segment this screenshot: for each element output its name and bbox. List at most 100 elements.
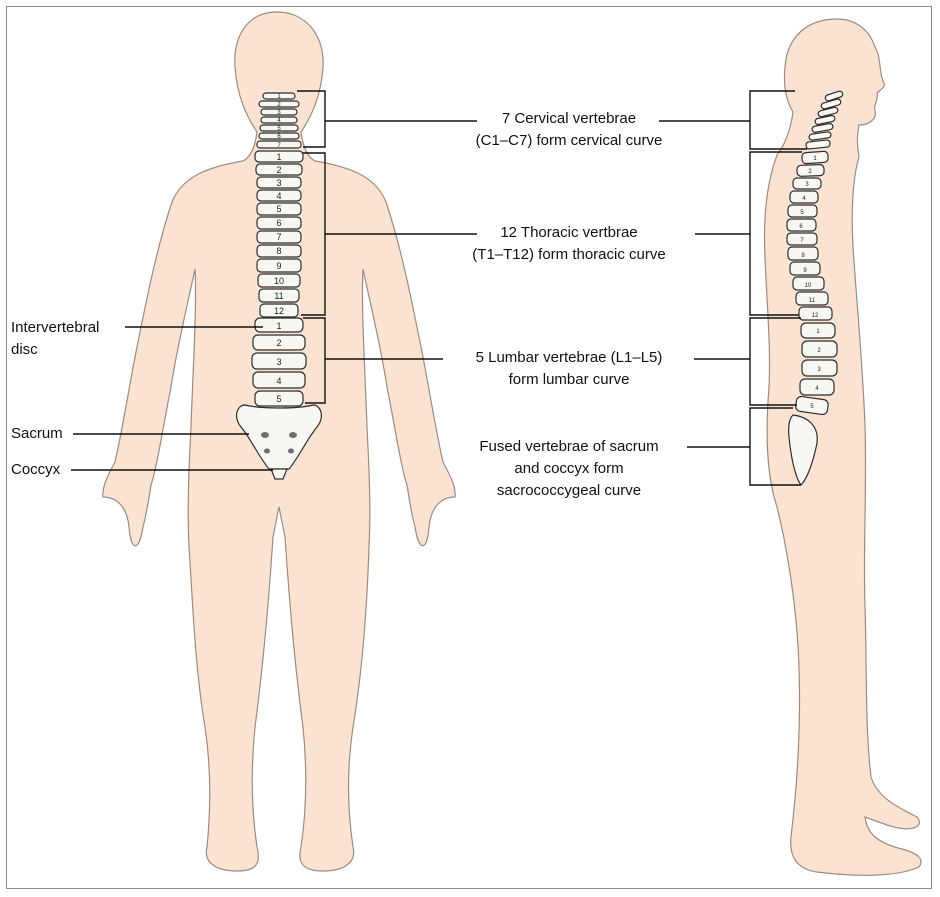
thoracic-label: 12 Thoracic vertbrae (T1–T12) form thora… bbox=[443, 222, 695, 266]
cervical-vertebrae-back bbox=[256, 92, 302, 149]
thoracic-number-1: 1 bbox=[276, 152, 281, 162]
side-thoracic-number-11: 11 bbox=[809, 298, 816, 304]
vertebra-c2 bbox=[258, 100, 300, 108]
cervical-number-3: 3 bbox=[277, 110, 281, 116]
vertebra-c3 bbox=[260, 108, 298, 116]
side-thoracic-number-12: 12 bbox=[812, 313, 819, 319]
vertebra-t11 bbox=[258, 288, 300, 303]
side-vertebra-t12 bbox=[798, 306, 833, 321]
thoracic-number-6: 6 bbox=[276, 218, 281, 228]
thoracic-number-8: 8 bbox=[276, 246, 281, 256]
sacrococcygeal-line-1: Fused vertebrae of sacrum bbox=[479, 438, 659, 455]
side-vertebra-c6 bbox=[808, 131, 832, 141]
side-vertebra-t1 bbox=[801, 150, 829, 165]
side-thoracic-number-4: 4 bbox=[802, 196, 806, 202]
side-vertebra-t3 bbox=[792, 177, 822, 190]
cervical-number-1: 1 bbox=[277, 94, 281, 100]
side-thoracic-number-2: 2 bbox=[808, 169, 812, 175]
thoracic-number-12: 12 bbox=[274, 306, 284, 316]
thoracic-number-10: 10 bbox=[274, 276, 284, 286]
side-view-spine bbox=[786, 90, 844, 486]
sacral-foramen bbox=[261, 432, 269, 438]
side-thoracic-number-5: 5 bbox=[800, 210, 804, 216]
cervical-number-5: 5 bbox=[277, 126, 281, 132]
vertebra-t4 bbox=[256, 189, 302, 202]
side-vertebra-l2 bbox=[801, 340, 838, 358]
side-vertebra-t2 bbox=[796, 164, 825, 177]
thoracic-vertebrae-back bbox=[254, 150, 304, 318]
sacrum-bone bbox=[236, 404, 322, 470]
cervical-line-2: (C1–C7) form cervical curve bbox=[475, 132, 663, 149]
cervical-bracket-back bbox=[297, 90, 326, 148]
side-vertebra-c1 bbox=[824, 90, 844, 102]
side-lumbar-number-2: 2 bbox=[817, 348, 821, 354]
thoracic-line-2: (T1–T12) form thoracic curve bbox=[472, 246, 666, 263]
vertebra-t12 bbox=[259, 303, 299, 318]
sacral-foramen bbox=[288, 448, 294, 454]
side-vertebra-l3 bbox=[801, 359, 838, 377]
cervical-number-4: 4 bbox=[277, 118, 281, 124]
vertebra-t2 bbox=[255, 163, 303, 176]
side-thoracic-number-8: 8 bbox=[801, 253, 805, 259]
lumbar-number-2: 2 bbox=[276, 338, 281, 348]
cervical-line-1: 7 Cervical vertebrae bbox=[501, 110, 637, 127]
side-vertebra-c3 bbox=[817, 106, 839, 118]
side-vertebra-t11 bbox=[795, 291, 829, 306]
back-view-spine bbox=[236, 92, 322, 480]
coccyx-label: Coccyx bbox=[11, 461, 61, 478]
sacral-foramen bbox=[264, 448, 270, 454]
side-vertebra-t4 bbox=[789, 190, 819, 204]
vertebra-t6 bbox=[256, 216, 302, 230]
leader-lines bbox=[71, 90, 807, 486]
thoracic-line-1: 12 Thoracic vertbrae bbox=[500, 224, 638, 241]
sacrococcygeal-line-3: sacrococcygeal curve bbox=[496, 482, 642, 499]
side-vertebra-c4 bbox=[814, 114, 836, 126]
thoracic-number-7: 7 bbox=[276, 232, 281, 242]
vertebra-c7 bbox=[256, 140, 302, 149]
sacrococcygeal-label: Fused vertebrae of sacrum and coccyx for… bbox=[443, 436, 695, 502]
vertebra-t8 bbox=[256, 244, 302, 258]
lumbar-bracket-side bbox=[749, 317, 801, 406]
intervertebral-disc-line-2: disc bbox=[11, 341, 38, 358]
side-vertebra-c7 bbox=[805, 139, 831, 150]
vertebra-t10 bbox=[257, 273, 301, 288]
vertebra-t9 bbox=[256, 258, 302, 273]
vertebra-t1 bbox=[254, 150, 304, 163]
side-vertebra-c2 bbox=[820, 98, 842, 110]
lumbar-label: 5 Lumbar vertebrae (L1–L5) form lumbar c… bbox=[443, 347, 695, 391]
vertebra-t3 bbox=[256, 176, 302, 189]
side-lumbar-number-1: 1 bbox=[816, 329, 820, 335]
cervical-bracket-side bbox=[749, 90, 807, 150]
side-vertebra-l4 bbox=[799, 378, 835, 396]
side-thoracic-number-3: 3 bbox=[805, 182, 809, 188]
side-vertebra-t8 bbox=[787, 246, 819, 261]
side-vertebra-t5 bbox=[787, 204, 818, 218]
side-vertebra-t6 bbox=[786, 218, 817, 232]
cervical-number-7: 7 bbox=[277, 143, 281, 149]
cervical-label: 7 Cervical vertebrae (C1–C7) form cervic… bbox=[443, 108, 695, 152]
vertebra-t5 bbox=[256, 202, 302, 216]
thoracic-number-2: 2 bbox=[276, 165, 281, 175]
sacrococcygeal-line-2: and coccyx form bbox=[514, 460, 624, 477]
lumbar-line-2: form lumbar curve bbox=[508, 371, 630, 388]
side-lumbar-number-4: 4 bbox=[815, 386, 819, 392]
lumbar-number-5: 5 bbox=[276, 394, 281, 404]
intervertebral-disc-label: Intervertebral disc bbox=[11, 317, 99, 361]
side-vertebra-c5 bbox=[811, 123, 834, 133]
side-vertebra-l5 bbox=[795, 395, 829, 416]
side-thoracic-number-9: 9 bbox=[803, 268, 807, 274]
sacral-foramen bbox=[289, 432, 297, 438]
side-thoracic-number-7: 7 bbox=[800, 238, 804, 244]
coccyx-bone bbox=[270, 468, 288, 480]
vertebra-l1 bbox=[254, 317, 304, 333]
side-view-body bbox=[763, 18, 922, 876]
side-vertebra-t7 bbox=[786, 232, 818, 246]
thoracic-number-11: 11 bbox=[274, 291, 283, 301]
cervical-number-6: 6 bbox=[277, 134, 281, 140]
vertebra-l3 bbox=[251, 352, 307, 370]
vertebra-c4 bbox=[260, 116, 298, 124]
